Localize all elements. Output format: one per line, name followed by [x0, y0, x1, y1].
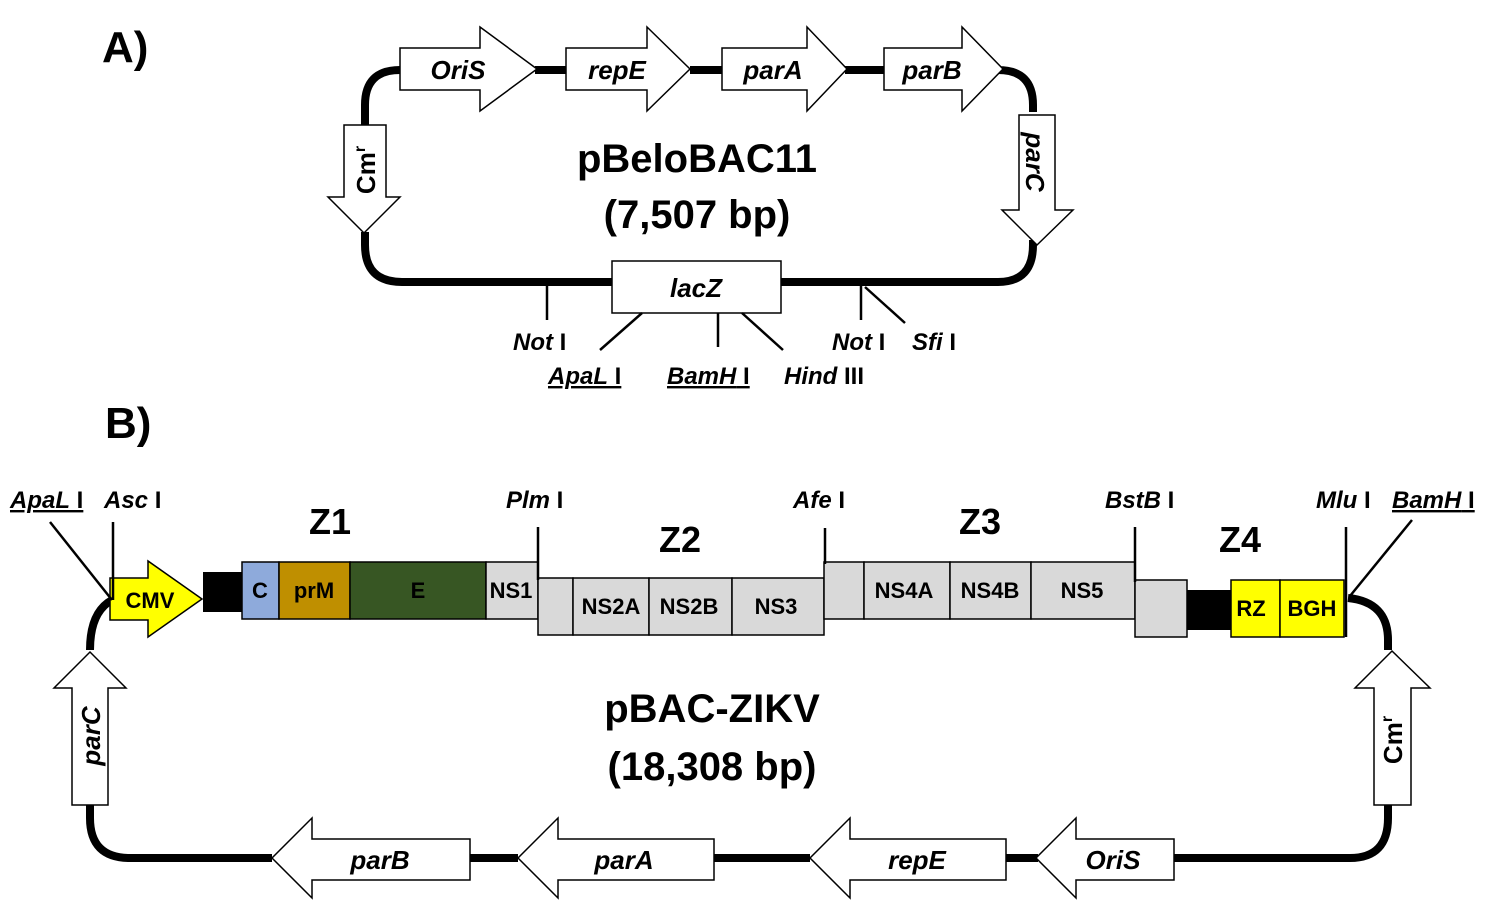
segment-ns5: [1030, 561, 1136, 620]
zone-label-z4: Z4: [1219, 519, 1261, 560]
svg-text:Cmr: Cmr: [1378, 716, 1408, 764]
segment-ns4a: [863, 561, 951, 620]
gene-label-repe: repE: [588, 55, 646, 85]
svg-text:Cmr: Cmr: [351, 146, 381, 194]
panel-a-backbone: [361, 66, 1037, 286]
gene-arrow-repe-b: repE: [808, 816, 1007, 900]
gene-label-para-b: parA: [593, 845, 653, 875]
gene-label-parc-b: parC: [76, 705, 106, 766]
zone-label-z2: Z2: [659, 519, 701, 560]
segment-label-ns5: NS5: [1061, 578, 1104, 603]
segment-ns4b: [949, 561, 1032, 620]
gene-arrow-para-b: parA: [516, 816, 715, 900]
segment-ns1: [485, 561, 539, 620]
segment-ns1-tail: [537, 577, 574, 636]
plasmid-b-size: (18,308 bp): [608, 745, 817, 789]
site-label-mlu1: Mlu I: [1316, 487, 1371, 514]
segment-label-bgh: BGH: [1288, 596, 1337, 621]
site-label-plm1: Plm I: [506, 487, 563, 514]
segment-label-ns2b: NS2B: [660, 594, 719, 619]
site-label-asc1: Asc I: [103, 487, 161, 514]
site-label-bamh1-b: BamH I: [1392, 487, 1475, 514]
gene-arrow-parb: parB: [883, 25, 1005, 113]
segment-label-ns4a: NS4A: [875, 578, 934, 603]
site-tick-hind3: [741, 312, 784, 351]
segment-bgh: [1279, 579, 1345, 638]
gene-arrow-parc-b: parC: [52, 650, 128, 806]
gene-label-parb: parB: [901, 55, 961, 85]
panel-b-label: B): [105, 399, 151, 448]
segment-ns3-tail: [823, 561, 865, 620]
segment-label-ns1: NS1: [490, 578, 533, 603]
segment-label-prm: prM: [294, 578, 334, 603]
spacer-block-right: [1187, 590, 1231, 630]
gene-box-lacz: lacZ: [611, 260, 782, 314]
gene-label-cm-b-sup: r: [1379, 716, 1396, 722]
gene-label-cm-b: Cm: [1378, 722, 1408, 764]
site-label-not1: Not I: [513, 329, 566, 356]
plasmid-b-name: pBAC-ZIKV: [604, 687, 820, 731]
site-label-apal1: ApaL I: [547, 363, 621, 390]
site-label-bamh1: BamH I: [667, 363, 750, 390]
site-tick-bamh1-b: [1349, 519, 1413, 597]
spacer-block-left: [203, 572, 243, 612]
gene-label-lacz: lacZ: [670, 273, 723, 303]
panel-a: A) OriS repE parA parB Cmr: [102, 23, 1075, 390]
site-tick-apal1: [599, 312, 643, 351]
gene-label-para: parA: [742, 55, 802, 85]
gene-arrow-oris: OriS: [399, 25, 539, 113]
segment-ns5-tail: [1134, 579, 1188, 638]
site-tick-sfi1: [864, 286, 906, 324]
panel-b-backbone: [86, 594, 1392, 862]
segment-label-e: E: [411, 578, 426, 603]
zone-label-z3: Z3: [959, 501, 1001, 542]
segment-prm: [278, 561, 351, 620]
segment-label-rz: RZ: [1236, 596, 1265, 621]
cmv-promoter-arrow: CMV: [109, 559, 204, 639]
panel-b: B) parC Cmr parB parA repE: [9, 399, 1475, 900]
gene-arrow-oris-b: OriS: [1034, 816, 1175, 900]
site-label-sfi1: Sfi I: [912, 329, 956, 356]
segment-label-c: C: [252, 578, 268, 603]
cmv-label: CMV: [126, 588, 175, 613]
plasmid-a-size: (7,507 bp): [604, 193, 791, 237]
segment-rz: [1230, 579, 1281, 638]
plasmid-a-name: pBeloBAC11: [577, 137, 817, 181]
gene-arrow-repe: repE: [565, 25, 692, 113]
zone-label-z1: Z1: [309, 501, 351, 542]
site-label-apal1-b: ApaL I: [9, 487, 83, 514]
gene-label-oris-b: OriS: [1086, 845, 1142, 875]
segment-label-ns3: NS3: [755, 594, 798, 619]
site-label-hind3: Hind III: [784, 363, 864, 390]
gene-arrow-parc: parC: [1000, 114, 1075, 247]
site-label-afe1: Afe I: [792, 487, 845, 514]
site-label-not1-b: Not I: [832, 329, 885, 356]
gene-label-oris: OriS: [431, 55, 487, 85]
panel-a-label: A): [102, 23, 148, 72]
gene-label-repe-b: repE: [888, 845, 946, 875]
gene-label-parb-b: parB: [349, 845, 409, 875]
site-label-bstb1: BstB I: [1105, 487, 1174, 514]
gene-arrow-cmr: Cmr: [326, 124, 402, 235]
gene-label-cm-sup: r: [352, 146, 369, 152]
gene-label-cm: Cm: [351, 152, 381, 194]
site-tick-apal1-b: [49, 521, 113, 601]
gene-label-parc: parC: [1020, 131, 1050, 192]
segment-label-ns2a: NS2A: [582, 594, 641, 619]
segment-ns3: [731, 577, 825, 636]
gene-arrow-parb-b: parB: [270, 816, 471, 900]
segment-ns2b: [648, 577, 733, 636]
gene-arrow-para: parA: [721, 25, 849, 113]
gene-arrow-cmr-b: Cmr: [1353, 649, 1432, 806]
segment-label-ns4b: NS4B: [961, 578, 1020, 603]
